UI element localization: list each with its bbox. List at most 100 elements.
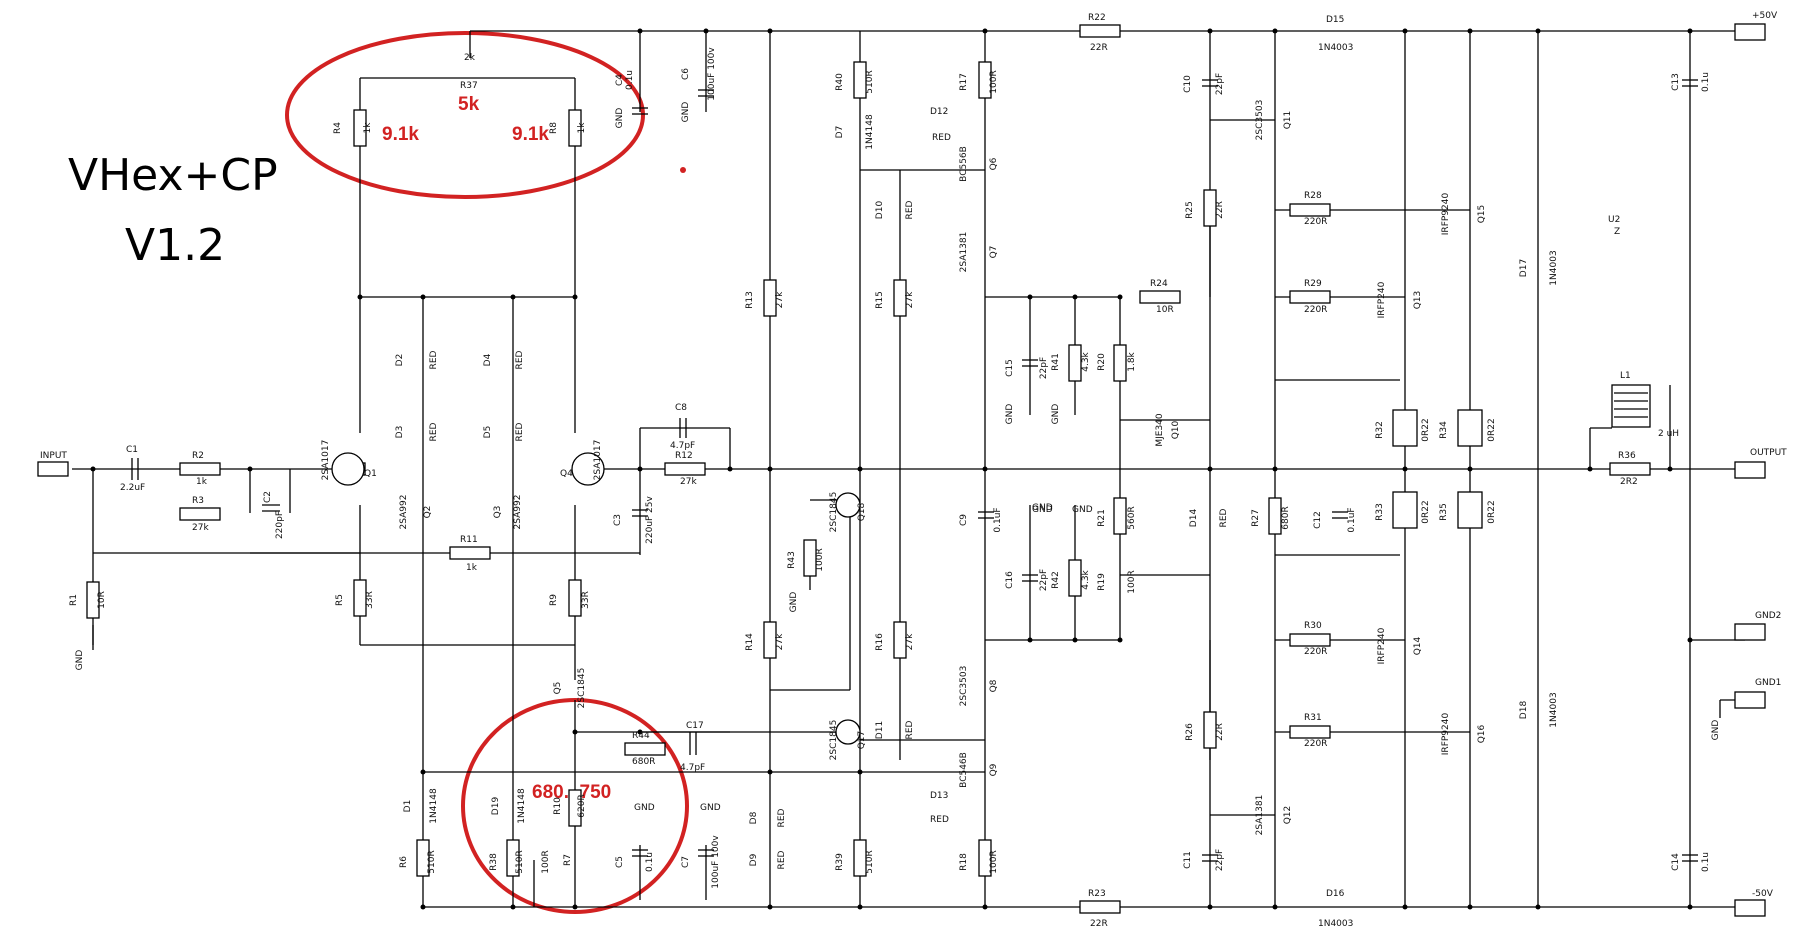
label-d7: D7	[835, 126, 845, 139]
annotation-r37: 5k	[458, 94, 480, 115]
r18-body	[978, 839, 992, 877]
label-c14: C14	[1671, 853, 1681, 871]
label-r23-val: 22R	[1090, 919, 1108, 929]
label-d11-val: RED	[905, 720, 915, 739]
label-q8: Q8	[989, 679, 999, 692]
label-r8: R8	[549, 122, 559, 134]
label-q9-val: BC546B	[959, 752, 969, 788]
c3-body	[632, 509, 648, 517]
r12-body	[664, 462, 706, 476]
label-c12: C12	[1313, 511, 1323, 529]
label-r2: R2	[192, 451, 204, 461]
label-r28-val: 220R	[1304, 217, 1327, 227]
label-d18: D18	[1519, 701, 1529, 720]
c15-body	[1022, 359, 1038, 367]
conn-gnd1-body	[1734, 691, 1766, 709]
label-gnd-c15: GND	[1005, 404, 1015, 425]
label-d12: D12	[930, 107, 948, 117]
label-c12-val: 0.1uF	[1347, 507, 1357, 532]
label-d5-val: RED	[515, 422, 525, 441]
label-d15-val: 1N4003	[1318, 43, 1353, 53]
label-c2: C2	[263, 491, 273, 503]
r2-body	[179, 462, 221, 476]
annotation-dot	[680, 167, 686, 173]
label-r19: R19	[1097, 573, 1107, 591]
conn-output-body	[1734, 461, 1766, 479]
label-gnd-r41: GND	[1051, 404, 1061, 425]
label-d1-val: 1N4148	[429, 788, 439, 824]
r1-body	[86, 581, 100, 619]
label-d14: D14	[1189, 509, 1199, 528]
r43-body	[803, 539, 817, 577]
r8-body	[568, 109, 582, 147]
label-r43: R43	[787, 551, 797, 569]
r6-body	[416, 839, 430, 877]
l1-body	[1611, 384, 1651, 428]
label-r1-val: 10R	[97, 591, 107, 609]
label-d4: D4	[483, 353, 493, 366]
label-r41-val: 4.3k	[1081, 351, 1091, 371]
r15-body	[893, 279, 907, 317]
label-r37: R37	[460, 81, 478, 91]
label-q7: Q7	[989, 246, 999, 259]
r5-body	[353, 579, 367, 617]
label-r29-val: 220R	[1304, 305, 1327, 315]
label-q1-val: 2SA1017	[321, 440, 331, 481]
r23-body	[1079, 900, 1121, 914]
label-q11-val: 2SC3503	[1255, 100, 1265, 141]
label-r22: R22	[1088, 13, 1106, 23]
label-d8: D8	[749, 811, 759, 824]
conn-50v-neg-label: -50V	[1752, 889, 1774, 899]
r20-body	[1113, 344, 1127, 382]
label-d10: D10	[875, 201, 885, 220]
r42-body	[1068, 559, 1082, 597]
schematic-title: VHex+CP	[68, 150, 278, 201]
label-r35-val: 0R22	[1487, 500, 1497, 523]
label-r20-val: 1.8k	[1127, 351, 1137, 371]
r33-body	[1392, 491, 1418, 529]
conn-gnd1-label: GND1	[1755, 678, 1781, 688]
label-r14-val: 27k	[775, 633, 785, 650]
label-r6-val: 510R	[427, 850, 437, 873]
label-d8-val: RED	[777, 808, 787, 827]
label-c16: C16	[1005, 571, 1015, 589]
label-r30-val: 220R	[1304, 647, 1327, 657]
connector-labels: INPUT +50V OUTPUT GND2 GND1 -50V	[40, 11, 1787, 899]
label-r12: R12	[675, 451, 693, 461]
r14-body	[763, 621, 777, 659]
r11-body	[449, 546, 491, 560]
r34-body	[1457, 409, 1483, 447]
label-r42-val: 4.3k	[1081, 569, 1091, 589]
label-d17: D17	[1519, 259, 1529, 277]
r32-body	[1392, 409, 1418, 447]
label-c8-val: 4.7pF	[670, 441, 695, 451]
label-c13-val: 0.1u	[1701, 72, 1711, 92]
label-q5-val: 2SC1845	[577, 668, 587, 709]
c11-body	[1202, 854, 1218, 862]
label-q3: Q3	[493, 506, 503, 519]
label-q9: Q9	[989, 763, 999, 776]
label-c17: C17	[686, 721, 704, 731]
label-r10-val: 620R	[577, 794, 587, 817]
label-gnd-c9: GND	[1032, 503, 1053, 513]
label-d16: D16	[1326, 889, 1345, 899]
conn-50v-pos-body	[1734, 23, 1766, 41]
annotation-r8: 9.1k	[512, 124, 549, 145]
label-r32: R32	[1375, 421, 1385, 439]
schematic-version: V1.2	[125, 220, 225, 271]
annotation-r4: 9.1k	[382, 124, 419, 145]
label-r3-val: 27k	[192, 523, 209, 533]
label-d7-val: 1N4148	[865, 114, 875, 150]
c4-body	[632, 107, 648, 115]
label-c15: C15	[1005, 359, 1015, 377]
c7-body	[698, 849, 714, 857]
label-r42: R42	[1051, 571, 1061, 589]
label-c10-val: 22pF	[1215, 73, 1225, 95]
label-c7: C7	[681, 856, 691, 868]
label-gnd-c16: GND	[1032, 505, 1053, 515]
label-r33-val: 0R22	[1421, 500, 1431, 523]
annotation-circle-top	[285, 31, 645, 199]
conn-gnd2-body	[1734, 623, 1766, 641]
